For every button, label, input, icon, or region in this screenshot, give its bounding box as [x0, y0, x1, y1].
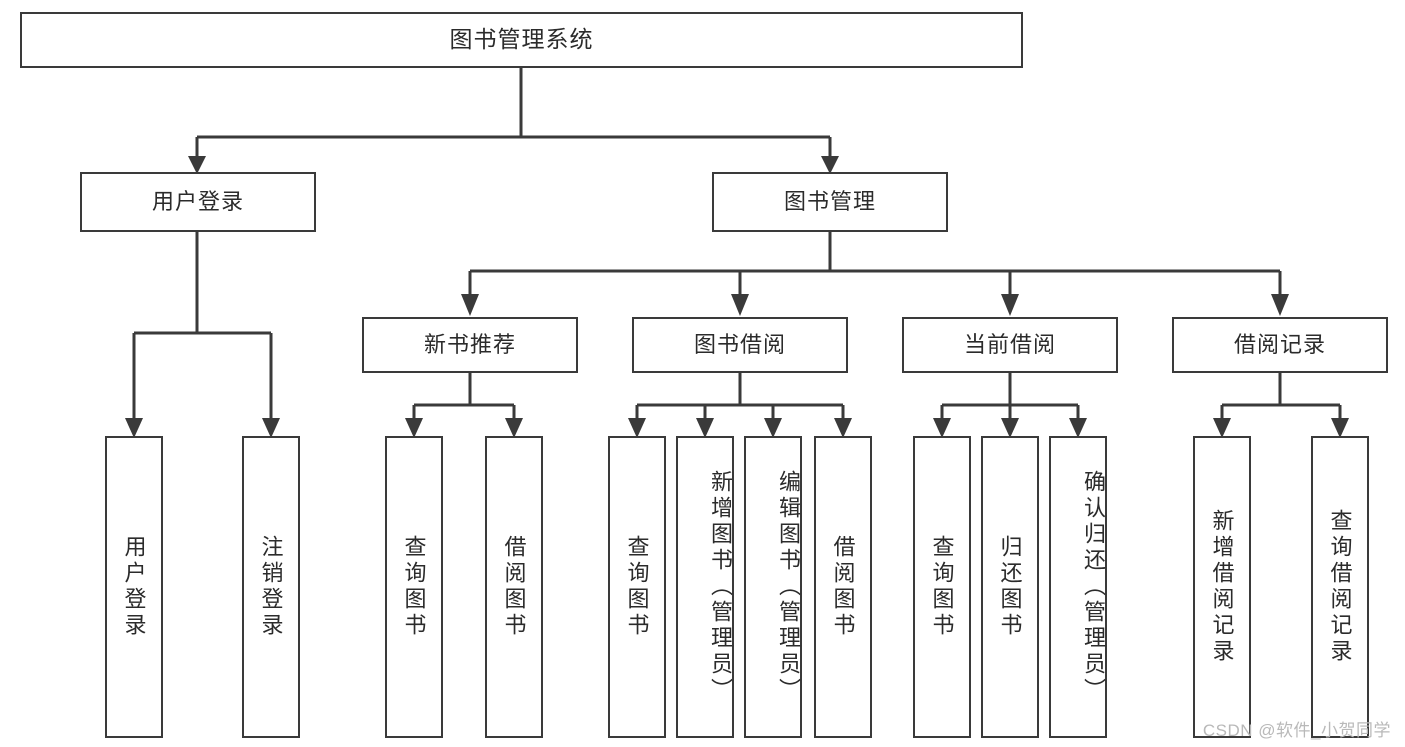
node-book-management[interactable]: 图书管理 [712, 172, 948, 232]
leaf-user-logout[interactable]: 注销登录 [242, 436, 300, 738]
node-new-book-recommend[interactable]: 新书推荐 [362, 317, 578, 373]
leaf-current-query-book[interactable]: 查询图书 [913, 436, 971, 738]
leaf-borrow-edit-book-admin[interactable]: 编辑图书（管理员） [744, 436, 802, 738]
leaf-user-login[interactable]: 用户登录 [105, 436, 163, 738]
node-book-borrow[interactable]: 图书借阅 [632, 317, 848, 373]
leaf-record-query-borrow-record[interactable]: 查询借阅记录 [1311, 436, 1369, 738]
node-borrow-record[interactable]: 借阅记录 [1172, 317, 1388, 373]
node-user-login[interactable]: 用户登录 [80, 172, 316, 232]
csdn-watermark: CSDN @软件_小贺同学 [1202, 721, 1391, 740]
leaf-recommend-query-book[interactable]: 查询图书 [385, 436, 443, 738]
leaf-borrow-add-book-admin[interactable]: 新增图书（管理员） [676, 436, 734, 738]
leaf-current-return-book[interactable]: 归还图书 [981, 436, 1039, 738]
leaf-recommend-borrow-book[interactable]: 借阅图书 [485, 436, 543, 738]
node-root-system[interactable]: 图书管理系统 [20, 12, 1023, 68]
leaf-borrow-query-book[interactable]: 查询图书 [608, 436, 666, 738]
leaf-current-confirm-return-admin[interactable]: 确认归还（管理员） [1049, 436, 1107, 738]
node-current-borrow[interactable]: 当前借阅 [902, 317, 1118, 373]
leaf-borrow-borrow-book[interactable]: 借阅图书 [814, 436, 872, 738]
leaf-record-add-borrow-record[interactable]: 新增借阅记录 [1193, 436, 1251, 738]
